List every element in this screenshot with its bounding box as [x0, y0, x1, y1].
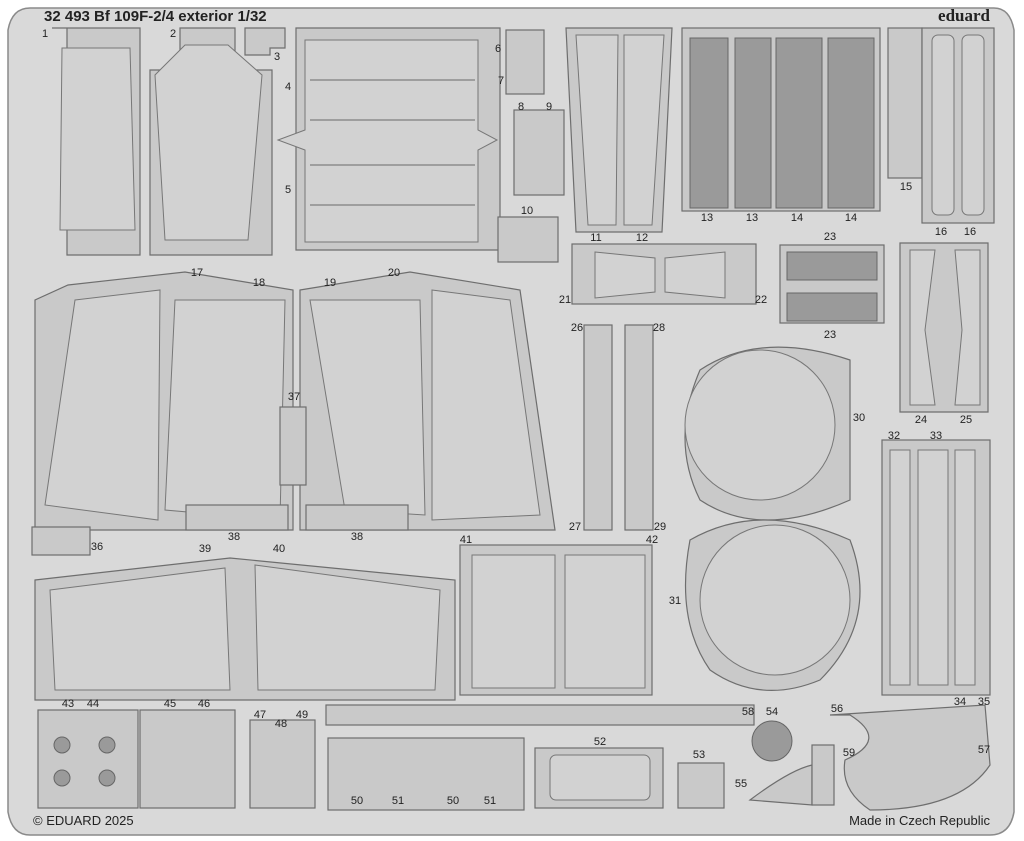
part-label: 59	[843, 747, 855, 759]
part-label: 13	[701, 212, 713, 224]
part-label: 10	[521, 205, 533, 217]
part-label: 13	[746, 212, 758, 224]
part-47-49	[249, 719, 316, 809]
part-label: 20	[388, 267, 400, 279]
part-label: 47	[254, 709, 266, 721]
part-label: 3	[274, 51, 280, 63]
part-label: 1	[42, 28, 48, 40]
part-10	[497, 216, 559, 263]
part-label: 16	[935, 226, 947, 238]
part-36	[31, 526, 91, 556]
part-label: 45	[164, 698, 176, 710]
part-label: 57	[978, 744, 990, 756]
part-label: 14	[791, 212, 803, 224]
part-label: 51	[484, 795, 496, 807]
part-label: 40	[273, 543, 285, 555]
sheet-title: 32 493 Bf 109F-2/4 exterior 1/32	[44, 8, 267, 25]
part-label: 18	[253, 277, 265, 289]
part-label: 48	[275, 718, 287, 730]
part-label: 9	[546, 101, 552, 113]
part-28-29	[624, 324, 654, 531]
part-label: 51	[392, 795, 404, 807]
part-label: 33	[930, 430, 942, 442]
part-label: 35	[978, 696, 990, 708]
part-label: 39	[199, 543, 211, 555]
part-label: 26	[571, 322, 583, 334]
part-50-51	[327, 737, 525, 811]
part-label: 37	[288, 391, 300, 403]
part-label: 46	[198, 698, 210, 710]
part-56-57	[829, 704, 991, 811]
part-58	[325, 704, 755, 726]
part-label: 49	[296, 709, 308, 721]
part-label: 50	[447, 795, 459, 807]
part-label: 12	[636, 232, 648, 244]
part-label: 21	[559, 294, 571, 306]
eduard-logo: eduard	[938, 6, 991, 25]
part-label: 14	[845, 212, 857, 224]
part-label: 28	[653, 322, 665, 334]
part-label: 53	[693, 749, 705, 761]
part-label: 36	[91, 541, 103, 553]
part-label: 29	[654, 521, 666, 533]
part-54	[751, 720, 793, 762]
part-label: 42	[646, 534, 658, 546]
part-38b	[305, 504, 409, 531]
part-label: 5	[285, 184, 291, 196]
part-59	[811, 744, 835, 806]
part-label: 6	[495, 43, 501, 55]
part-label: 4	[285, 81, 291, 93]
part-label: 27	[569, 521, 581, 533]
origin-text: Made in Czech Republic	[849, 813, 990, 828]
part-label: 11	[590, 232, 601, 244]
part-label: 38	[228, 531, 240, 543]
part-38a	[185, 504, 289, 531]
part-label: 44	[87, 698, 99, 710]
part-label: 30	[853, 412, 865, 424]
part-label: 23	[824, 231, 836, 243]
part-label: 32	[888, 430, 900, 442]
part-label: 52	[594, 736, 606, 748]
part-label: 2	[170, 28, 176, 40]
part-26-27	[583, 324, 613, 531]
part-label: 25	[960, 414, 972, 426]
part-8-9	[513, 109, 565, 196]
part-45-46	[139, 709, 236, 809]
part-label: 22	[755, 294, 767, 306]
part-label: 50	[351, 795, 363, 807]
part-label: 38	[351, 531, 363, 543]
part-label: 24	[915, 414, 927, 426]
part-label: 58	[742, 706, 754, 718]
part-label: 19	[324, 277, 336, 289]
part-43-44	[37, 709, 139, 809]
part-label: 54	[766, 706, 778, 718]
copyright-text: © EDUARD 2025	[33, 813, 134, 828]
part-53	[677, 762, 725, 809]
part-15	[887, 27, 923, 179]
part-label: 55	[735, 778, 747, 790]
part-label: 7	[498, 75, 504, 87]
part-6-7	[505, 29, 545, 95]
part-label: 34	[954, 696, 966, 708]
part-label: 15	[900, 181, 912, 193]
part-label: 31	[669, 595, 681, 607]
part-label: 41	[460, 534, 472, 546]
part-37	[279, 406, 307, 486]
part-3	[244, 27, 286, 56]
part-label: 17	[191, 267, 203, 279]
part-label: 43	[62, 698, 74, 710]
part-label: 56	[831, 703, 843, 715]
part-label: 8	[518, 101, 524, 113]
part-label: 23	[824, 329, 836, 341]
part-label: 16	[964, 226, 976, 238]
